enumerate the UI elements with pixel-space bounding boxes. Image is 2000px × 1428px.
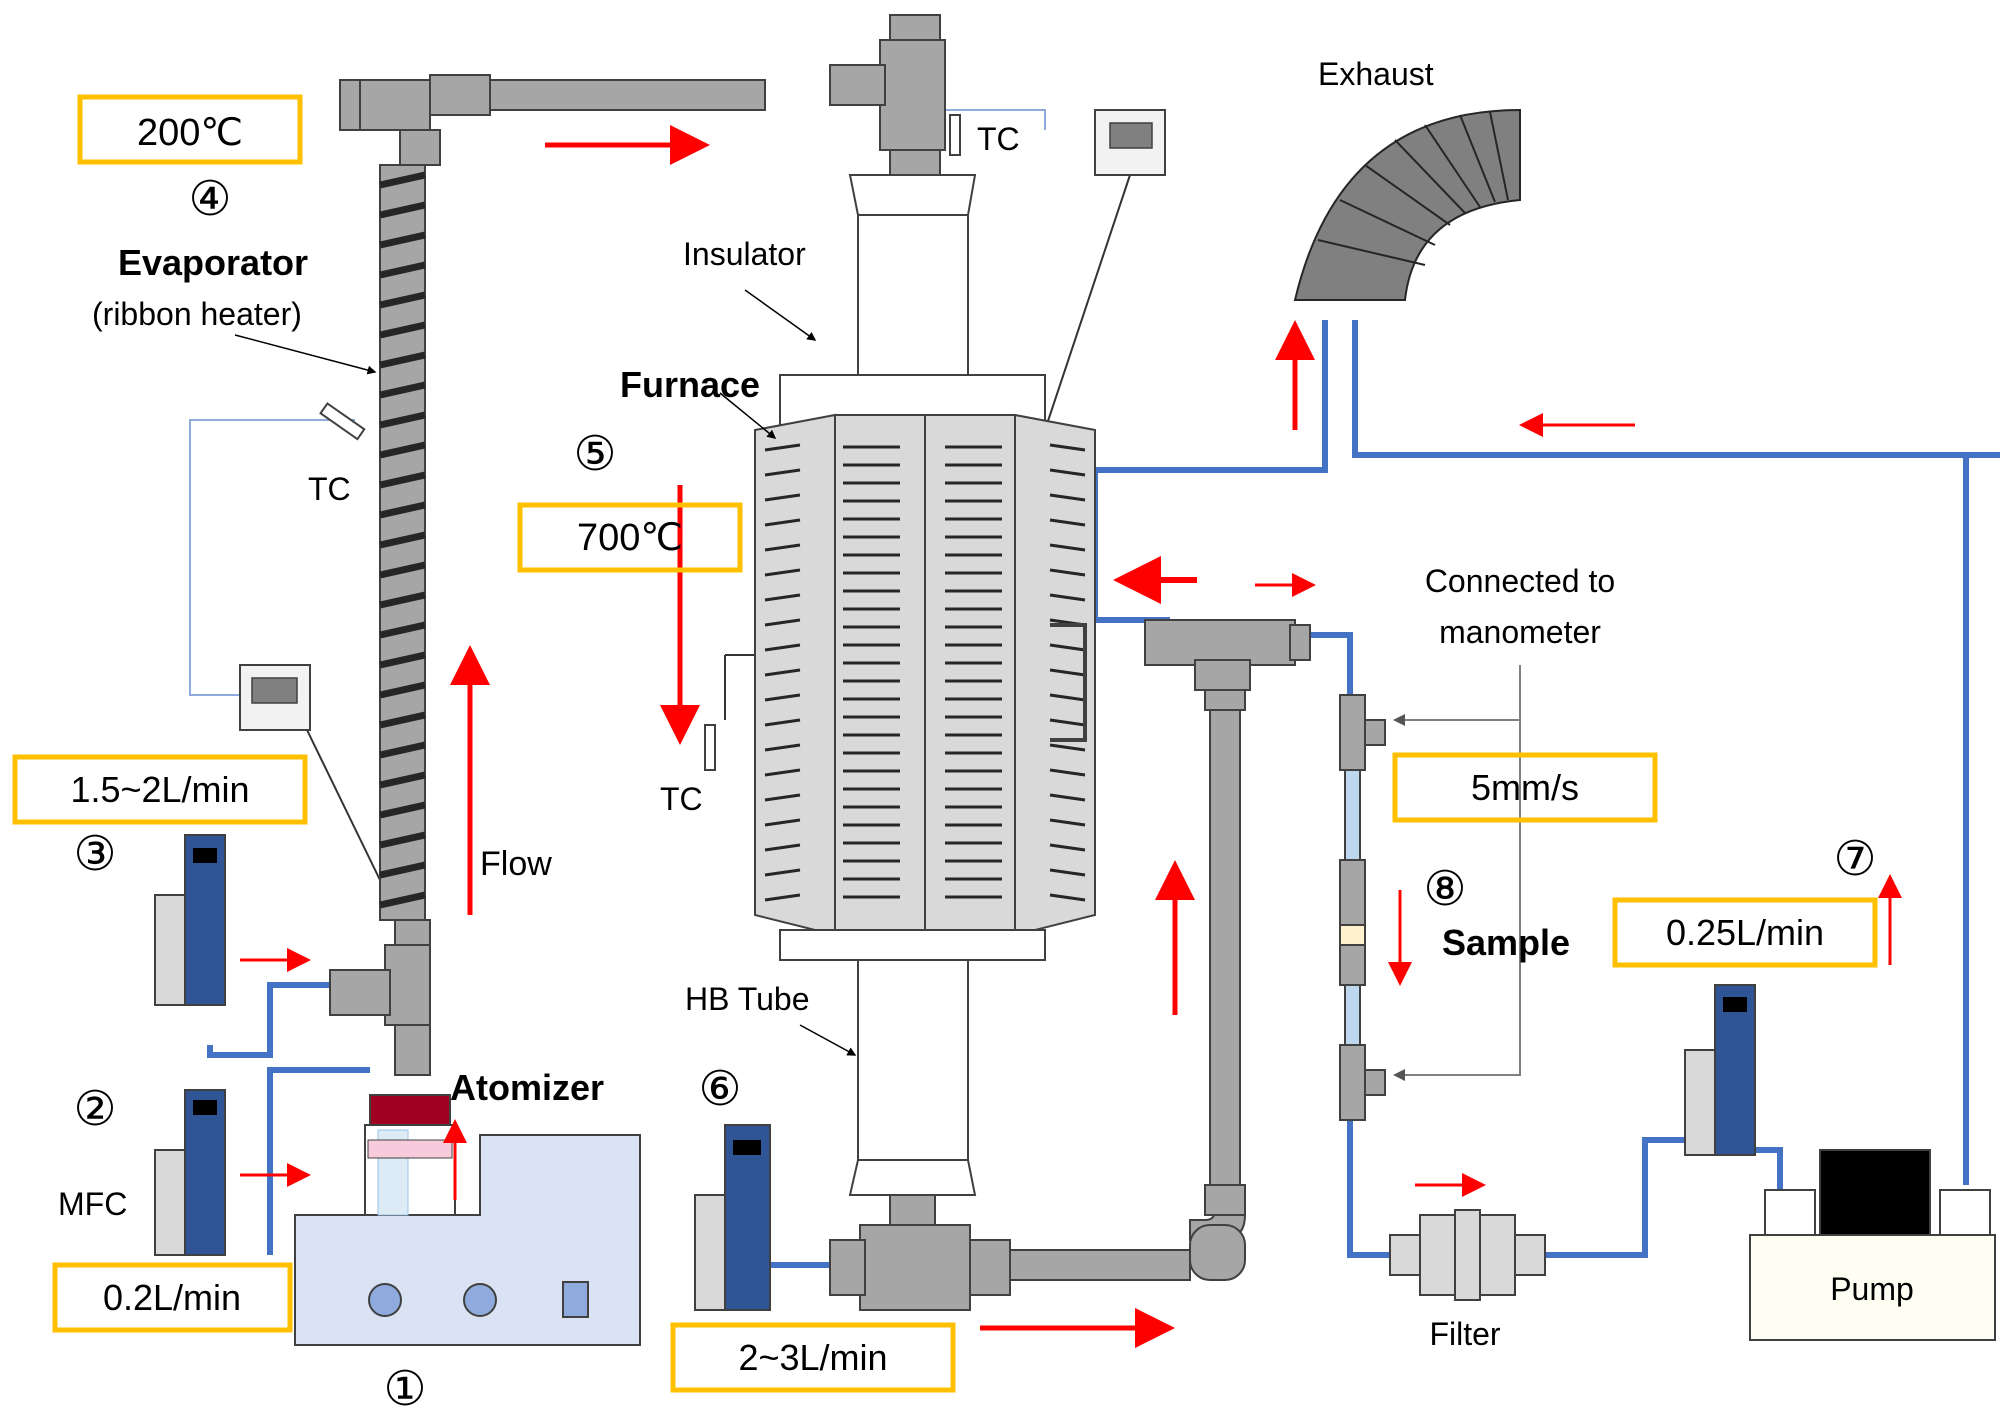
atomizer (294, 1094, 641, 1346)
manometer-label: manometer (1439, 614, 1601, 650)
step-1-marker: ① (383, 1363, 426, 1416)
evaporator-subtitle: (ribbon heater) (92, 296, 302, 332)
furnace (704, 174, 1096, 1196)
sample-holder (1339, 694, 1386, 1121)
lower-hb-tube (857, 959, 969, 1161)
furnace-vent-slots (764, 443, 1086, 902)
leader-lines (234, 289, 857, 1056)
sample-flow-label: 0.25L/min (1666, 912, 1824, 953)
temperature-controller-evaporator (239, 664, 311, 731)
step-4-marker: ④ (188, 173, 231, 226)
pump-label: Pump (1830, 1271, 1914, 1307)
pump (1749, 1149, 1996, 1341)
label-boxes (12, 94, 1878, 1393)
inline-filter (1389, 1209, 1546, 1301)
hb-tube-label: HB Tube (685, 981, 810, 1017)
exhaust-duct (1293, 108, 1521, 301)
bottom-piping (829, 619, 1311, 1311)
filter-label: Filter (1429, 1316, 1500, 1352)
furnace-title: Furnace (620, 364, 760, 405)
mfc-meter-6 (694, 1124, 771, 1311)
upper-insulator-cap (848, 174, 977, 216)
evaporator-title: Evaporator (118, 242, 308, 283)
sample-filter-disc (1339, 924, 1366, 946)
manometer-leads (1393, 665, 1521, 1081)
atomizer-label: Atomizer (450, 1067, 604, 1108)
dilution-flow-label: 2~3L/min (738, 1337, 887, 1378)
temperature-controller-top (1094, 109, 1166, 176)
step-6-marker: ⑥ (698, 1063, 741, 1116)
lower-insulator-cap (848, 1159, 977, 1196)
evaporator-column (319, 74, 766, 1076)
step-2-marker: ② (73, 1083, 116, 1136)
mfc-label: MFC (58, 1186, 127, 1222)
connected-to-label: Connected to (1425, 563, 1615, 599)
sample-label: Sample (1442, 922, 1570, 963)
exhaust-label: Exhaust (1318, 56, 1434, 92)
tc-top-label: TC (977, 121, 1020, 157)
step-3-marker: ③ (73, 828, 116, 881)
face-velocity-label: 5mm/s (1471, 767, 1579, 808)
evaporator-temp-label: 200℃ (137, 112, 243, 154)
step-8-marker: ⑧ (1423, 863, 1466, 916)
tc-evaporator-label: TC (308, 471, 351, 507)
furnace-thermocouple (704, 724, 716, 771)
text-labels: 200℃ ④ Evaporator (ribbon heater) TC 1.5… (58, 56, 1914, 1416)
top-tee-fitting (829, 14, 961, 176)
flow-arrows (240, 125, 1902, 1348)
flow-word-label: Flow (480, 845, 552, 883)
furnace-temp-label: 700℃ (577, 517, 683, 559)
evaporator-flow-label: 1.5~2L/min (70, 769, 249, 810)
atomizer-flow-label: 0.2L/min (103, 1277, 241, 1318)
step-5-marker: ⑤ (573, 428, 616, 481)
mfc-meter-2 (154, 1089, 226, 1256)
insulator-label: Insulator (683, 236, 806, 272)
upper-hb-tube (857, 214, 969, 376)
ribbon-heater-wraps (379, 171, 426, 909)
blue-tubing (207, 320, 2000, 1268)
step-7-marker: ⑦ (1833, 833, 1876, 886)
mfc-meter-7 (1684, 984, 1756, 1156)
mfc-meter-3 (154, 834, 226, 1006)
tc-furnace-label: TC (660, 781, 703, 817)
